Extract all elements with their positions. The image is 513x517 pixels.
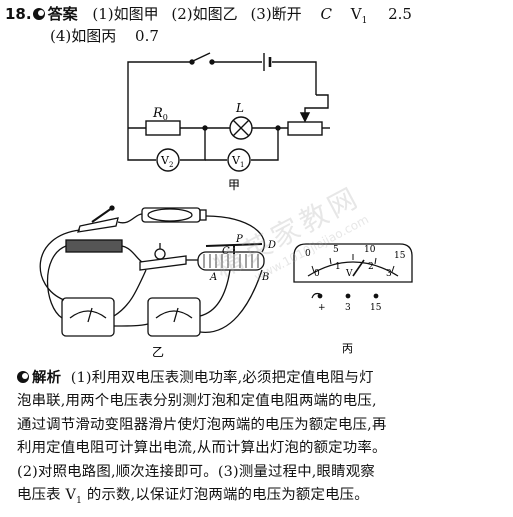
scale-bottom-2: 2: [368, 262, 374, 272]
answer-line-1: 18. 答案 (1)如图甲 (2)如图乙 (3)断开 C V1 2.5: [5, 3, 412, 26]
answer-3: (3)断开: [250, 5, 302, 23]
scale-top-5: 5: [333, 245, 339, 255]
explanation-line-6b: 的示数,以保证灯泡两端的电压为额定电压。: [86, 487, 369, 504]
explanation-marker-icon: [17, 371, 29, 383]
terminal-plus: +: [318, 303, 326, 313]
explanation-label: 解析: [32, 370, 62, 386]
caption-jia: 甲: [228, 178, 240, 192]
answer-line-2: (4)如图丙 0.7: [50, 25, 159, 46]
answer-3-c: C: [320, 5, 332, 23]
caption-bing: 丙: [342, 342, 353, 355]
explanation-line-1: (1)利用双电压表测电功率,必须把定值电阻与灯: [70, 370, 374, 386]
scale-top-15: 15: [394, 251, 406, 261]
scale-top-10: 10: [364, 245, 376, 255]
meter-symbol: V: [345, 269, 353, 279]
answer-4: (4)如图丙: [50, 27, 117, 45]
caption-yi: 乙: [152, 345, 164, 359]
answer-3-v: V: [350, 5, 362, 23]
label-v1: V1: [231, 154, 244, 169]
question-number: 18.: [5, 5, 32, 23]
terminal-3: 3: [345, 303, 351, 313]
answer-2: (2)如图乙: [171, 5, 238, 23]
explanation-line-5: (2)对照电路图,顺次连接即可。(3)测量过程中,眼睛观察: [17, 463, 375, 480]
answer-1: (1)如图甲: [92, 5, 159, 23]
answer-label: 答案: [47, 5, 78, 23]
label-r0: R0: [152, 106, 168, 122]
label-v2: V2: [160, 154, 173, 169]
voltmeter-dial-bing: 0 5 10 15 0 1 2 3 V + 3 15 丙: [293, 243, 413, 355]
label-b: B: [261, 272, 269, 283]
label-d: D: [267, 240, 276, 251]
scale-bottom-3: 3: [386, 269, 392, 279]
explanation-line-3: 通过调节滑动变阻器滑片使灯泡两端的电压为额定电压,再: [17, 416, 387, 433]
label-p: P: [235, 234, 243, 245]
scale-bottom-0: 0: [314, 269, 320, 279]
answer-3-value: 2.5: [388, 5, 412, 23]
scale-top-0: 0: [305, 249, 311, 259]
terminal-15: 15: [370, 303, 382, 313]
answer-3-v-sub: 1: [361, 16, 368, 26]
answer-marker-icon: [32, 8, 45, 20]
circuit-diagram-jia: R0 L V2 V1 甲: [127, 52, 330, 192]
label-c: C: [222, 246, 230, 257]
explanation-line-6a: 电压表 V: [17, 487, 77, 504]
label-lamp: L: [235, 101, 244, 115]
scale-bottom-1: 1: [335, 262, 341, 272]
answer-4-value: 0.7: [135, 27, 159, 45]
explanation-line-2: 泡串联,用两个电压表分别测灯泡和定值电阻两端的电压,: [17, 393, 377, 410]
explanation: 解析 (1)利用双电压表测电功率,必须把定值电阻与灯 泡串联,用两个电压表分别测…: [17, 367, 507, 513]
label-a: A: [209, 272, 217, 283]
wiring-diagram-yi: P C D A B 乙: [39, 205, 276, 359]
explanation-line-4: 利用定值电阻可计算出电流,从而计算出灯泡的额定功率。: [17, 440, 387, 457]
